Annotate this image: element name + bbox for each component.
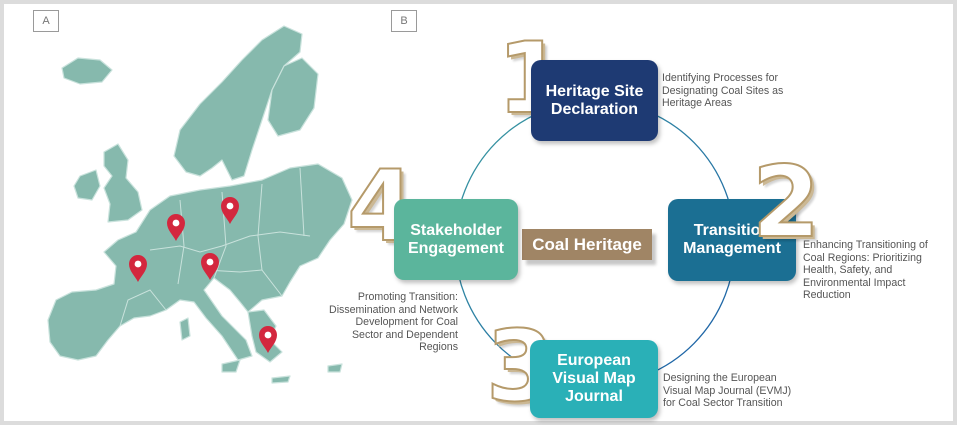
panel-a-label: A	[33, 10, 59, 32]
cyprus-shape	[327, 363, 343, 373]
mainland-shape	[47, 163, 353, 361]
step-1-title: Heritage Site Declaration	[545, 82, 644, 118]
europe-landmass	[47, 25, 353, 384]
step-2-title: Transition Management	[683, 222, 781, 257]
location-pin-icon	[201, 253, 219, 280]
location-pins	[129, 197, 277, 353]
location-pin-icon	[221, 197, 239, 224]
location-pin-icon	[167, 214, 185, 241]
step-2-description: Enhancing Transitioning of Coal Regions:…	[803, 239, 928, 301]
step-3-box: European Visual Map Journal	[530, 340, 658, 418]
finland-shape	[267, 57, 319, 137]
step-4-description: Promoting Transition: Dissemination and …	[329, 291, 458, 353]
step-1-description: Identifying Processes for Designating Co…	[662, 72, 784, 109]
ireland-shape	[73, 169, 101, 201]
step-2-box: Transition Management	[668, 199, 796, 281]
step-2-number: 2	[751, 146, 821, 260]
location-pin-icon	[129, 255, 147, 282]
center-label: Coal Heritage	[522, 229, 652, 260]
step-1-box: Heritage Site Declaration	[531, 60, 658, 141]
britain-shape	[103, 143, 143, 223]
crete-shape	[271, 375, 291, 384]
step-3-description: Designing the European Visual Map Journa…	[663, 372, 792, 409]
panel-b-label: B	[391, 10, 417, 32]
step-4-title: Stakeholder Engagement	[407, 221, 504, 257]
step-4-box: Stakeholder Engagement	[394, 199, 518, 280]
sicily-shape	[221, 359, 241, 373]
sardinia-shape	[179, 317, 191, 341]
scandinavia-shape	[173, 25, 303, 181]
step-3-title: European Visual Map Journal	[552, 352, 636, 405]
location-pin-icon	[259, 326, 277, 353]
country-borders	[119, 167, 311, 327]
iceland-shape	[61, 57, 113, 85]
